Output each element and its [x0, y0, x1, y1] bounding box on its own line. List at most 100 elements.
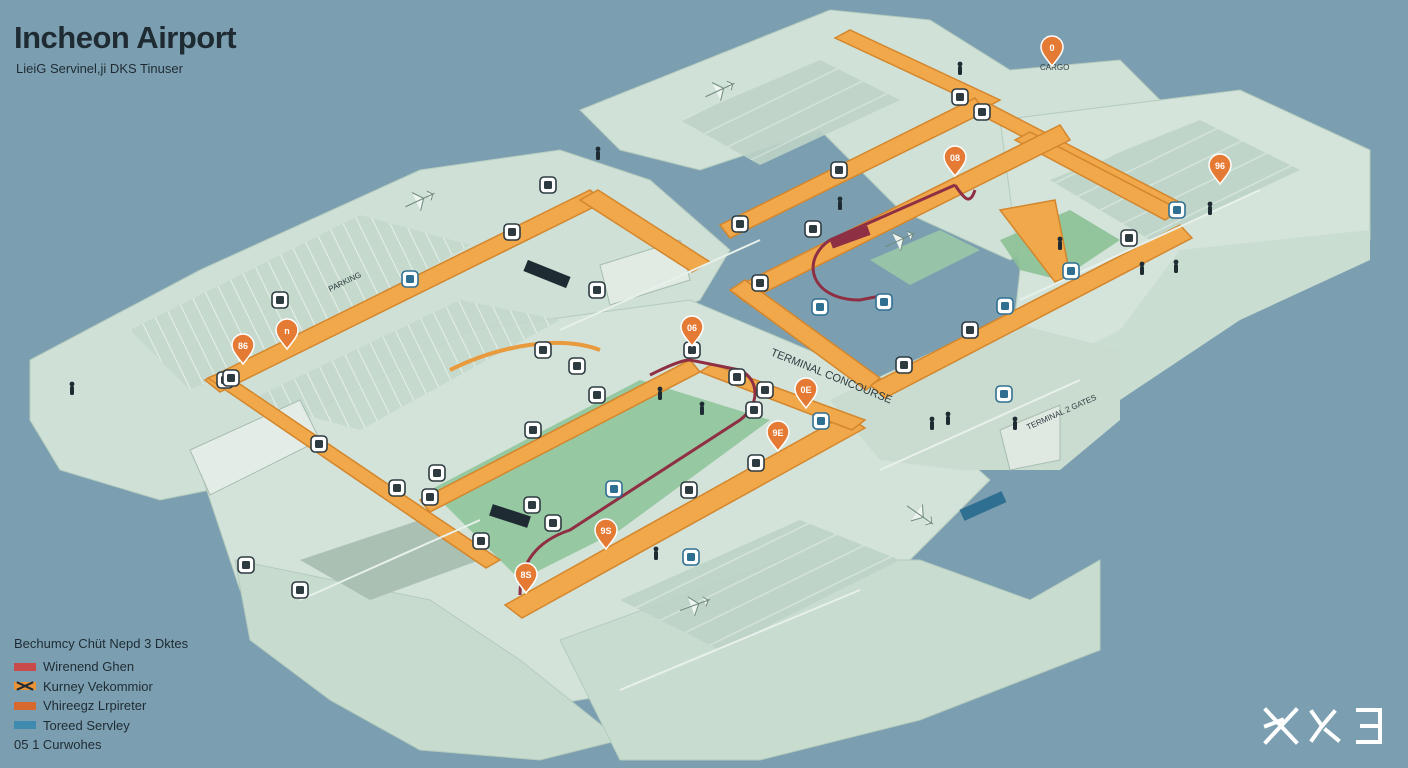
service-point-icon[interactable] — [961, 321, 979, 339]
service-point-icon[interactable] — [756, 381, 774, 399]
location-pin-icon[interactable]: 8S — [514, 562, 538, 595]
service-point-icon[interactable] — [523, 496, 541, 514]
service-point-icon[interactable] — [539, 176, 557, 194]
pin-label: 96 — [1215, 161, 1225, 171]
service-point-icon[interactable] — [747, 454, 765, 472]
legend-item-label: Toreed Servley — [43, 717, 130, 733]
location-pin-icon[interactable]: 0 — [1040, 35, 1064, 68]
location-pin-icon[interactable]: 0E — [794, 377, 818, 410]
service-point-icon[interactable] — [222, 369, 240, 387]
person-icon — [69, 381, 75, 395]
service-point-icon[interactable] — [291, 581, 309, 599]
apron-south — [620, 520, 900, 650]
service-point-icon[interactable] — [973, 103, 991, 121]
person-icon — [945, 411, 951, 425]
service-point-icon[interactable] — [524, 421, 542, 439]
legend-item[interactable]: Vhireegz Lrpireter — [14, 696, 188, 716]
info-icon[interactable] — [605, 480, 623, 498]
info-icon[interactable] — [1062, 262, 1080, 280]
service-point-icon[interactable] — [237, 556, 255, 574]
service-point-icon[interactable] — [728, 368, 746, 386]
black-sign-1 — [523, 259, 571, 289]
person-icon — [1173, 259, 1179, 273]
legend-item[interactable]: Wirenend Ghen — [14, 657, 188, 677]
service-point-icon[interactable] — [544, 514, 562, 532]
pin-label: n — [284, 326, 290, 336]
roads — [299, 189, 1261, 691]
service-point-icon[interactable] — [568, 357, 586, 375]
service-point-icon[interactable] — [804, 220, 822, 238]
info-icon[interactable] — [875, 293, 893, 311]
map-legend: Bechumcy Chüt Nepd 3 Dktes Wirenend Ghen… — [14, 636, 188, 752]
service-point-icon[interactable] — [271, 291, 289, 309]
service-point-icon[interactable] — [731, 215, 749, 233]
location-pin-icon[interactable]: 06 — [680, 315, 704, 348]
service-point-icon[interactable] — [310, 435, 328, 453]
info-icon[interactable] — [995, 385, 1013, 403]
legend-item[interactable]: Toreed Servley — [14, 716, 188, 736]
legend-item[interactable]: Kurney Vekommior — [14, 677, 188, 697]
service-point-icon[interactable] — [588, 281, 606, 299]
page-subtitle: LieiG Servinel,ji DKS Tinuser — [16, 61, 183, 76]
location-pin-icon[interactable]: 9E — [766, 420, 790, 453]
info-icon[interactable] — [996, 297, 1014, 315]
airplane-icon — [679, 596, 711, 616]
legend-item-label: Kurney Vekommior — [43, 678, 153, 694]
maroon-sign — [829, 225, 871, 249]
service-point-icon[interactable] — [951, 88, 969, 106]
pin-label: 06 — [687, 323, 697, 333]
service-point-icon[interactable] — [745, 401, 763, 419]
terminal-corridors — [203, 29, 1194, 619]
location-pin-icon[interactable]: 08 — [943, 145, 967, 178]
service-point-icon[interactable] — [503, 223, 521, 241]
location-pin-icon[interactable]: 86 — [231, 333, 255, 366]
service-point-icon[interactable] — [1120, 229, 1138, 247]
person-icon — [653, 546, 659, 560]
legend-footer: 05 1 Curwohes — [14, 737, 102, 752]
location-pin-icon[interactable]: 96 — [1208, 153, 1232, 186]
grass-central — [430, 380, 770, 580]
info-icon[interactable] — [682, 548, 700, 566]
location-pin-icon[interactable]: n — [275, 318, 299, 351]
service-point-icon[interactable] — [472, 532, 490, 550]
brand-logo-icon — [1263, 707, 1382, 745]
legend-title: Bechumcy Chüt Nepd 3 Dktes — [14, 636, 189, 651]
legend-swatch-cross — [14, 682, 36, 691]
service-point-icon[interactable] — [588, 386, 606, 404]
apron-east — [1050, 120, 1300, 240]
blue-service-sign — [959, 491, 1007, 521]
person-icon — [957, 61, 963, 75]
person-icon — [657, 386, 663, 400]
airplane-icon — [405, 190, 435, 211]
info-icon[interactable] — [401, 270, 419, 288]
corridor-east-link — [728, 279, 882, 391]
legend-swatch-orange — [14, 701, 36, 710]
service-point-icon[interactable] — [388, 479, 406, 497]
person-icon — [699, 401, 705, 415]
person-icon — [837, 196, 843, 210]
legend-item-label: Wirenend Ghen — [43, 659, 135, 675]
service-point-icon[interactable] — [751, 274, 769, 292]
service-point-icon[interactable] — [428, 464, 446, 482]
service-point-icon[interactable] — [534, 341, 552, 359]
service-point-icon[interactable] — [830, 161, 848, 179]
black-sign-2 — [489, 504, 531, 528]
info-icon[interactable] — [1168, 201, 1186, 219]
person-icon — [1207, 201, 1213, 215]
info-icon[interactable] — [812, 412, 830, 430]
people — [69, 61, 1213, 560]
person-icon — [1012, 416, 1018, 430]
service-point-icon[interactable] — [421, 488, 439, 506]
train-route — [449, 183, 977, 596]
pin-label: 9S — [600, 526, 611, 536]
info-icon[interactable] — [811, 298, 829, 316]
service-point-icon[interactable] — [680, 481, 698, 499]
service-point-icon[interactable] — [895, 356, 913, 374]
location-pin-icon[interactable]: 9S — [594, 518, 618, 551]
airplanes — [405, 80, 934, 616]
train-line-central — [518, 358, 757, 596]
service-icons — [216, 88, 1186, 599]
